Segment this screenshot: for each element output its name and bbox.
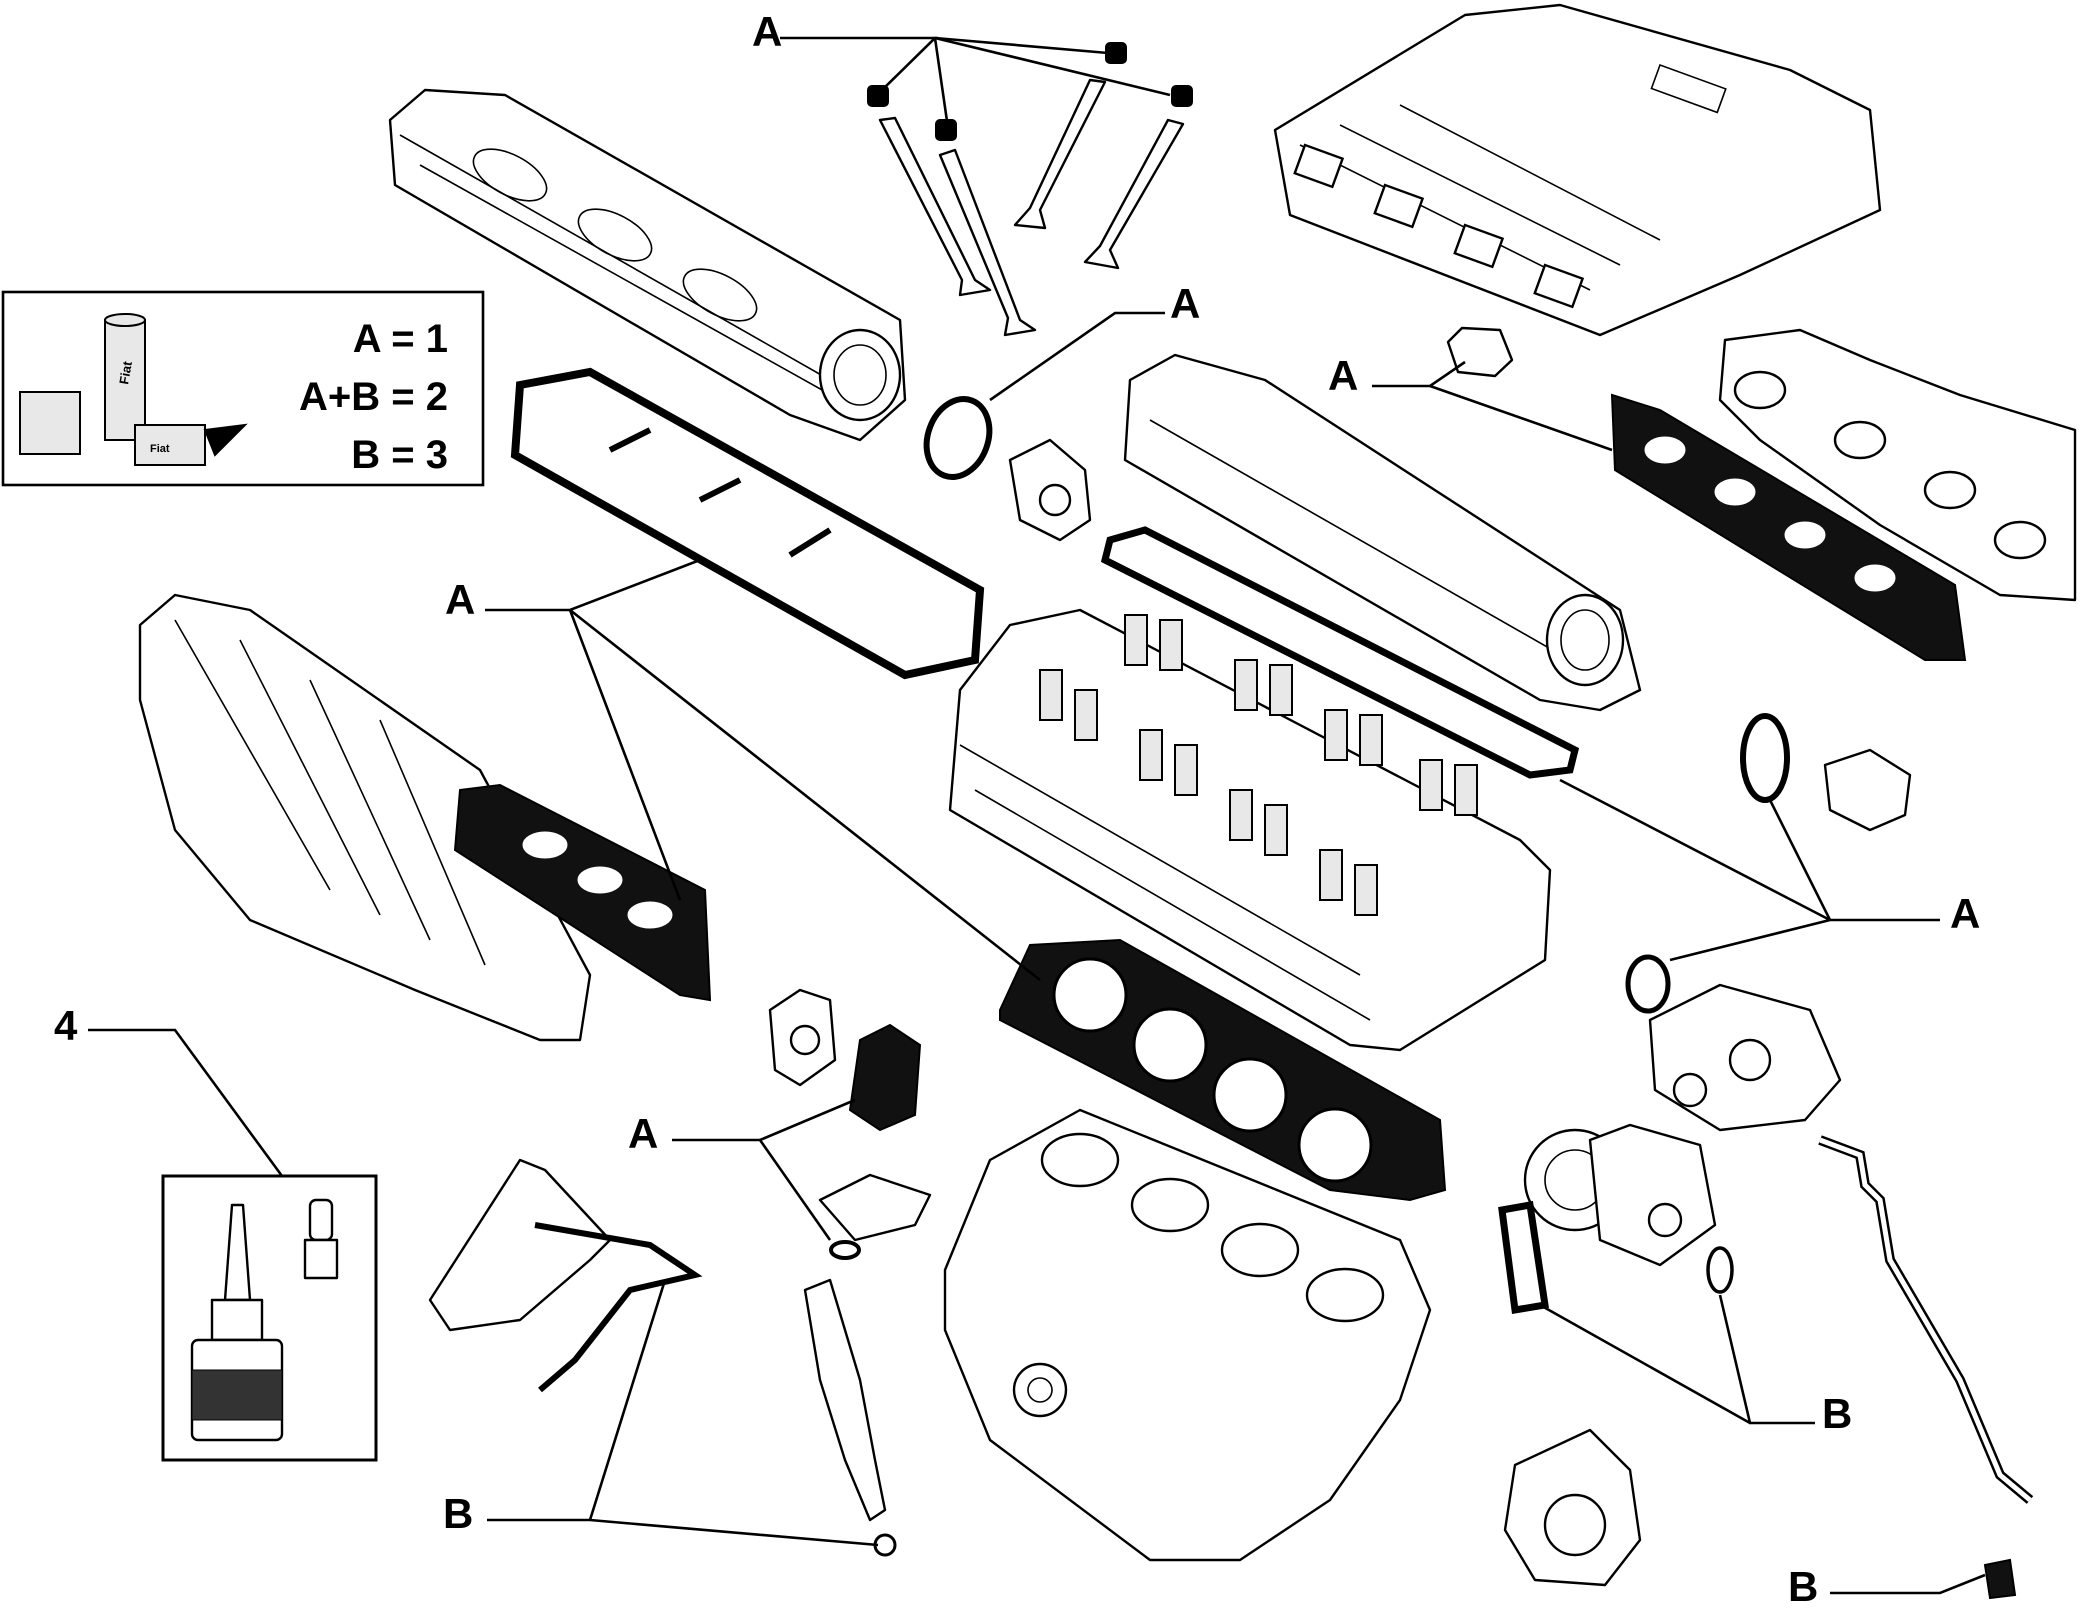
sealant-box [161,1174,378,1462]
sealant-cap-icon [303,1198,339,1280]
cam-end-housing [1008,438,1092,542]
callout-a-o-ring: A [1170,280,1200,327]
water-pump-gasket [1498,1200,1549,1315]
valve-seal-3 [1105,42,1127,64]
front-oil-seal [848,1023,922,1132]
sealant-tube-icon [190,1203,284,1442]
thermostat-housing [1648,983,1842,1132]
callout-a-lower: A [628,1110,658,1157]
engine-block [943,1108,1432,1562]
callout-a-left: A [445,576,475,623]
callout-a-top: A [752,8,782,55]
camshaft-housing-left [388,88,907,442]
dipstick-tube [1818,1135,2034,1504]
throttle-gasket [1446,326,1514,378]
callout-a-manifold-gasket: A [1328,352,1358,399]
intake-manifold [1273,3,1882,337]
exhaust-manifold-gasket-left [453,783,712,1002]
valves-and-seals [867,42,1193,337]
water-pump-o-ring [1706,1246,1734,1294]
o-ring-top [923,396,993,480]
dipstick-cap [1983,1558,2017,1600]
callout-4: 4 [54,1002,78,1049]
valve-springs [1039,614,1478,916]
water-pump [1523,1123,1717,1267]
exhaust-manifold-gasket [1610,393,1967,661]
exhaust-manifold [1718,328,2077,602]
o-ring-right-lower [1625,954,1671,1014]
oil-pump-bracket [428,1158,703,1393]
cylinder-head [948,608,1552,1052]
rear-oil-seal-housing [1503,1428,1642,1587]
o-ring-right-upper [1740,713,1790,803]
legend-box: Fiat Fiat A = 1 A+B = 2 B = 3 [1,290,485,487]
valve-seal-1 [867,85,889,107]
cam-cover-gasket-right [1100,526,1580,779]
gasket-kit-icon: Fiat Fiat [19,313,248,466]
camshaft-housing-right [1123,353,1642,712]
coolant-outlet [1823,748,1912,832]
breather-and-pipe [803,1173,932,1557]
legend-can-text: Fiat [116,359,135,385]
cam-cover-gasket-left [510,367,985,680]
oil-pump-cover [768,988,837,1087]
exhaust-manifold-left [138,593,592,1042]
legend-box-text: Fiat [150,443,170,455]
leader-lines [88,36,1986,1595]
legend-line-b: B = 3 [351,433,448,477]
valve-seal-4 [1171,85,1193,107]
callout-b-dipstick: B [1788,1563,1818,1610]
callout-b-lower-left: B [443,1490,473,1537]
legend-line-a: A = 1 [353,317,448,361]
callout-a-right: A [1950,890,1980,937]
cylinder-head-gasket [999,938,1447,1202]
legend-line-ab: A+B = 2 [299,375,448,419]
callout-b-water-pump: B [1822,1390,1852,1437]
